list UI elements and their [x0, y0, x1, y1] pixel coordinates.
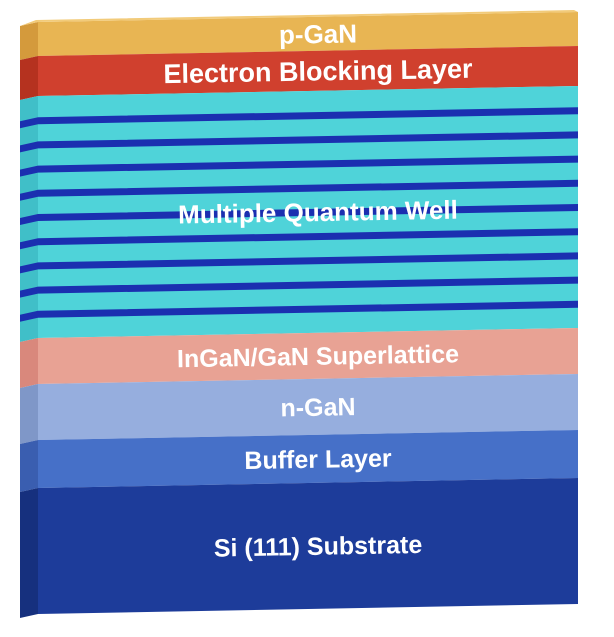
quantum-well-stripe: [20, 276, 578, 298]
layer-label-n-gan: n-GaN: [280, 393, 355, 422]
layer-side-p-gan: [20, 22, 38, 60]
quantum-well-stripe: [20, 107, 578, 129]
layer-front-buffer-layer: [38, 430, 578, 488]
layers-group: [20, 10, 578, 618]
layer-front-electron-blocking-layer: [38, 46, 578, 96]
layer-side-n-gan: [20, 384, 38, 444]
quantum-well-stripe: [20, 131, 578, 153]
labels-group: p-GaN Electron Blocking Layer Multiple Q…: [163, 18, 473, 562]
layer-label-multiple-quantum-well: Multiple Quantum Well: [178, 195, 458, 230]
layer-label-ingan-gan-superlattice: InGaN/GaN Superlattice: [177, 340, 460, 373]
layer-front-ingan-gan-superlattice: [38, 328, 578, 384]
layer-label-p-gan: p-GaN: [279, 18, 358, 49]
layer-side-buffer-layer: [20, 440, 38, 492]
layer-label-buffer-layer: Buffer Layer: [244, 444, 392, 475]
top-edge-highlight: [20, 10, 578, 26]
quantum-well-stripe: [20, 228, 578, 250]
layer-label-electron-blocking-layer: Electron Blocking Layer: [163, 54, 473, 89]
layer-side-si-111-substrate: [20, 488, 38, 618]
layer-front-n-gan: [38, 374, 578, 440]
quantum-well-stripe: [20, 179, 578, 201]
layer-side-ingan-gan-superlattice: [20, 338, 38, 388]
layer-side-electron-blocking-layer: [20, 56, 38, 100]
quantum-well-stripe: [20, 252, 578, 274]
quantum-well-stripe: [20, 204, 578, 225]
layer-front-si-111-substrate: [38, 478, 578, 614]
quantum-well-stripe: [20, 155, 578, 177]
layer-front-p-gan: [38, 12, 578, 56]
layer-label-si-111-substrate: Si (111) Substrate: [214, 531, 423, 563]
quantum-well-stripe: [20, 300, 578, 322]
